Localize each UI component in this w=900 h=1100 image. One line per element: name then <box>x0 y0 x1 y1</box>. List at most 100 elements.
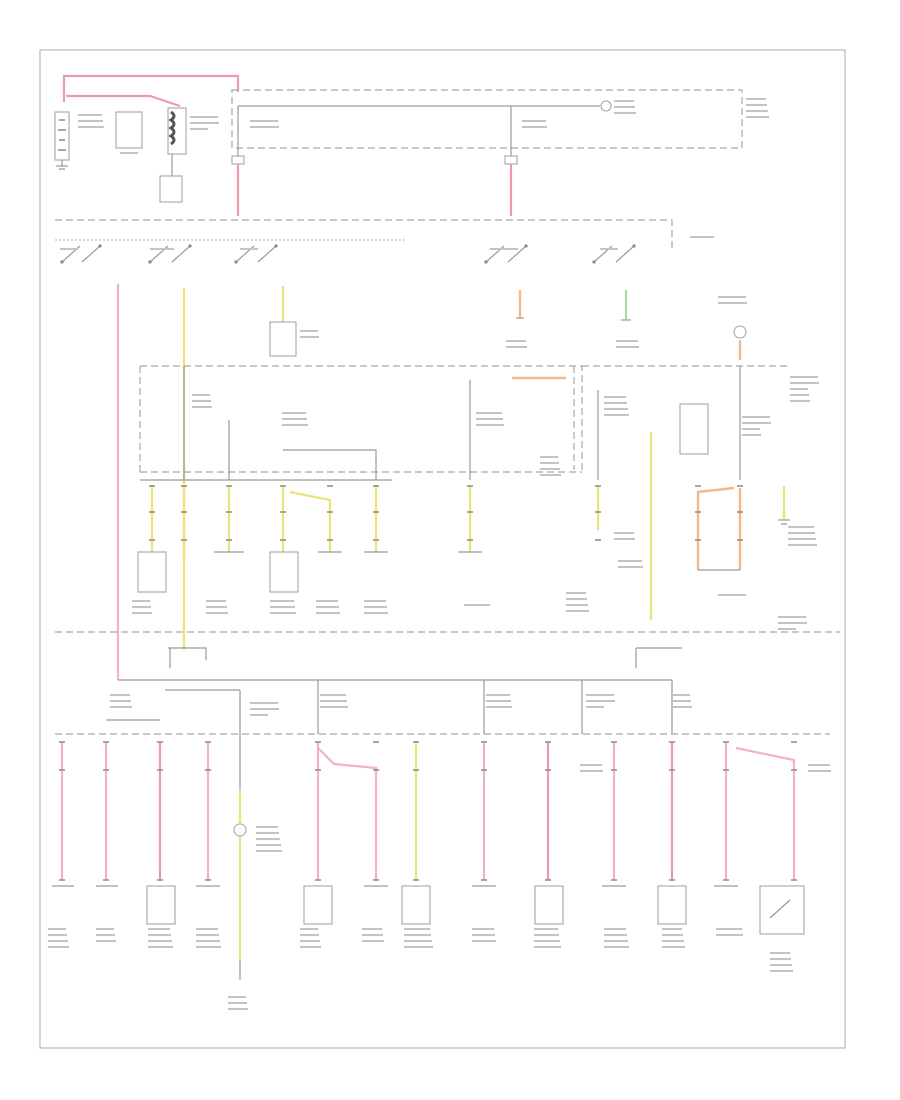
label-mark <box>486 694 510 696</box>
label-mark <box>270 612 296 614</box>
label-mark <box>662 928 682 930</box>
label-mark <box>364 600 386 602</box>
label-mark <box>404 946 433 948</box>
label-mark <box>282 418 307 420</box>
label-mark <box>192 406 212 408</box>
label-mark <box>672 700 691 702</box>
label-mark <box>746 110 768 112</box>
label-mark <box>746 98 766 100</box>
label-mark <box>778 628 796 630</box>
label-mark <box>604 408 628 410</box>
label-mark <box>256 850 282 852</box>
label-mark <box>614 538 635 540</box>
label-mark <box>580 764 602 766</box>
lower-circuit-wires <box>60 742 796 960</box>
label-mark <box>746 104 767 106</box>
label-mark <box>472 934 495 936</box>
label-mark <box>362 934 383 936</box>
label-mark <box>600 248 618 250</box>
underhood-fuse-block <box>231 89 743 216</box>
connector-ticks <box>59 485 797 881</box>
label-mark <box>132 612 152 614</box>
label-mark <box>196 946 221 948</box>
label-mark <box>96 934 115 936</box>
label-mark <box>790 394 809 396</box>
label-mark <box>472 928 494 930</box>
label-mark <box>256 844 281 846</box>
label-mark <box>540 474 561 476</box>
label-mark <box>250 708 279 710</box>
label-mark <box>618 566 643 568</box>
label-mark <box>604 928 626 930</box>
label-mark <box>770 970 793 972</box>
ground-connector-icon <box>733 325 747 339</box>
label-mark <box>540 468 560 470</box>
starter-component <box>115 111 143 149</box>
label-mark <box>110 700 131 702</box>
label-mark <box>48 928 66 930</box>
label-mark <box>240 248 258 250</box>
label-mark <box>110 694 130 696</box>
label-mark <box>614 100 634 102</box>
label-mark <box>300 928 318 930</box>
label-mark <box>788 526 814 528</box>
upper-component-3 <box>269 551 299 593</box>
label-mark <box>614 532 634 534</box>
lower-component-12 <box>657 885 687 925</box>
label-mark <box>770 958 791 960</box>
label-mark <box>78 114 102 116</box>
label-mark <box>808 770 831 772</box>
label-mark <box>472 940 496 942</box>
label-mark <box>604 934 627 936</box>
junction-block <box>55 647 830 980</box>
label-mark <box>718 302 747 304</box>
label-mark <box>566 592 586 594</box>
label-mark <box>228 996 246 998</box>
label-mark <box>790 382 819 384</box>
label-mark <box>196 928 218 930</box>
battery-positive-feed-wire <box>62 74 240 102</box>
label-mark <box>78 126 104 128</box>
label-mark <box>270 600 294 602</box>
fusible-link-box <box>159 175 183 203</box>
label-mark <box>206 612 228 614</box>
lower-component-8 <box>401 885 431 925</box>
label-mark <box>150 248 174 250</box>
label-mark <box>618 560 642 562</box>
label-mark <box>250 702 278 704</box>
label-mark <box>316 600 338 602</box>
label-mark <box>364 606 387 608</box>
label-mark <box>364 612 388 614</box>
label-mark <box>662 940 684 942</box>
label-mark <box>228 1002 247 1004</box>
label-mark <box>604 940 628 942</box>
label-mark <box>522 120 546 122</box>
label-mark <box>616 346 639 348</box>
relay-component-right <box>679 403 709 455</box>
label-mark <box>404 928 430 930</box>
label-mark <box>362 940 384 942</box>
label-mark <box>716 934 743 936</box>
label-mark <box>788 544 817 546</box>
label-mark <box>476 424 504 426</box>
label-mark <box>742 416 770 418</box>
label-mark <box>256 826 278 828</box>
upper-component-1 <box>137 551 167 593</box>
label-mark <box>48 934 67 936</box>
label-mark <box>196 940 220 942</box>
label-mark <box>604 402 627 404</box>
label-mark <box>206 606 227 608</box>
label-mark <box>190 116 218 118</box>
label-mark <box>192 394 210 396</box>
label-mark <box>48 940 68 942</box>
label-mark <box>316 606 339 608</box>
label-mark <box>320 706 348 708</box>
label-mark <box>320 694 346 696</box>
label-mark <box>770 964 792 966</box>
label-mark <box>78 120 103 122</box>
label-mark <box>96 940 116 942</box>
fuse-block-connector-icon <box>600 100 612 112</box>
lower-component-14 <box>759 885 805 935</box>
label-mark <box>746 116 769 118</box>
